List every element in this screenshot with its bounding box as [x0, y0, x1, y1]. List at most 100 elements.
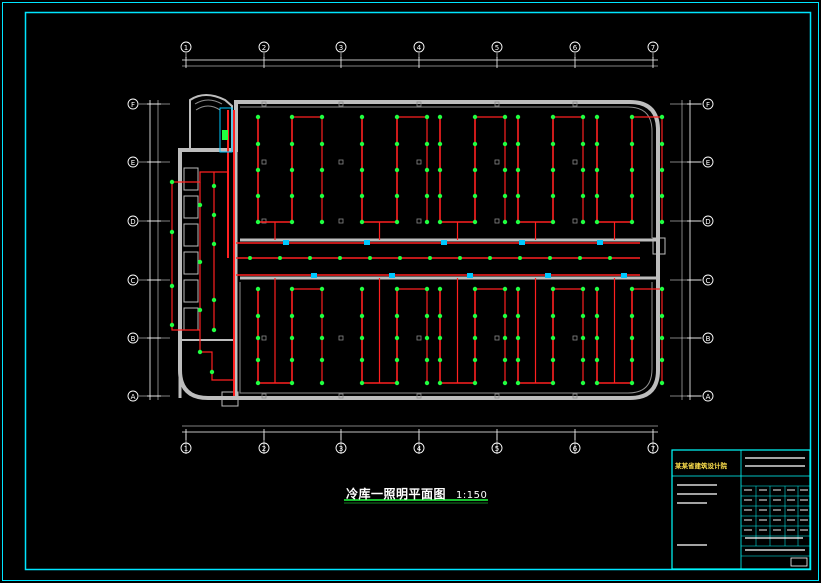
axis-label-6: 6 [573, 445, 578, 453]
junction-box [519, 240, 525, 245]
axis-bubble-B [702, 332, 714, 344]
ceiling-light [424, 219, 430, 225]
ceiling-light [515, 219, 521, 225]
ceiling-light [437, 313, 443, 319]
ceiling-light [594, 167, 600, 173]
ceiling-light [502, 193, 508, 199]
ceiling-light [472, 219, 478, 225]
ceiling-light [550, 380, 556, 386]
ceiling-light [659, 193, 665, 199]
axis-label-B: B [706, 335, 711, 343]
ceiling-light [437, 141, 443, 147]
ceiling-light [550, 357, 556, 363]
annex-light [197, 259, 203, 265]
axis-label-3: 3 [339, 445, 343, 453]
corridor-light [428, 256, 432, 260]
ceiling-light [359, 380, 365, 386]
ceiling-light [359, 193, 365, 199]
ceiling-light [424, 167, 430, 173]
axis-label-C: C [131, 277, 136, 285]
ceiling-light [319, 380, 325, 386]
junction-box [597, 240, 603, 245]
ceiling-light [289, 141, 295, 147]
annex-light [197, 307, 203, 313]
drawing-scale: 1:150 [456, 490, 488, 501]
ceiling-light [319, 335, 325, 341]
axis-bubble-B [127, 332, 139, 344]
ceiling-light [394, 219, 400, 225]
axis-bubble-2 [258, 41, 270, 53]
ceiling-light [550, 141, 556, 147]
ceiling-light [629, 380, 635, 386]
ceiling-light [502, 335, 508, 341]
axis-bubble-7 [647, 41, 659, 53]
ceiling-light [502, 114, 508, 120]
axis-label-A: A [131, 393, 136, 401]
axis-bubble-4 [413, 41, 425, 53]
ceiling-light [472, 141, 478, 147]
ceiling-light [472, 335, 478, 341]
ceiling-light [359, 114, 365, 120]
annex-light [211, 241, 217, 247]
ceiling-light [437, 380, 443, 386]
ceiling-light [424, 193, 430, 199]
ceiling-light [359, 141, 365, 147]
axis-label-E: E [706, 159, 710, 167]
ceiling-light [319, 193, 325, 199]
ceiling-light [437, 167, 443, 173]
ceiling-light [629, 219, 635, 225]
ceiling-light [424, 141, 430, 147]
title-block [344, 449, 811, 570]
axis-bubble-C [702, 274, 714, 286]
ceiling-light [594, 357, 600, 363]
ceiling-light [594, 219, 600, 225]
axis-bubble-D [127, 215, 139, 227]
annex-light [211, 183, 217, 189]
axis-bubble-3 [335, 442, 347, 454]
ceiling-light [515, 193, 521, 199]
junction-box [621, 273, 627, 278]
annex-light [209, 369, 215, 375]
ceiling-light [394, 380, 400, 386]
junction-box [283, 240, 289, 245]
ceiling-light [550, 313, 556, 319]
ceiling-light [394, 141, 400, 147]
ceiling-light [359, 219, 365, 225]
ceiling-light [550, 335, 556, 341]
annex-light [169, 229, 175, 235]
ceiling-light [580, 313, 586, 319]
ceiling-light [659, 313, 665, 319]
annex-light [211, 327, 217, 333]
ceiling-light [437, 335, 443, 341]
ceiling-light [437, 114, 443, 120]
axis-bubble-F [702, 98, 714, 110]
ceiling-light [550, 114, 556, 120]
axis-label-D: D [705, 218, 710, 226]
axis-bubble-E [127, 156, 139, 168]
ceiling-light [255, 141, 261, 147]
ceiling-light [394, 357, 400, 363]
ceiling-light [580, 335, 586, 341]
ceiling-light [424, 286, 430, 292]
ceiling-light [255, 114, 261, 120]
title-block-designer: 某某省建筑设计院 [675, 462, 727, 470]
ceiling-light [437, 286, 443, 292]
ceiling-light [629, 114, 635, 120]
annex-light [211, 297, 217, 303]
light-fixtures [169, 107, 665, 386]
ceiling-light [472, 286, 478, 292]
sheet-number-box [790, 557, 808, 567]
axis-bubble-C [127, 274, 139, 286]
junction-box [467, 273, 473, 278]
axis-bubble-3 [335, 41, 347, 53]
ceiling-light [437, 357, 443, 363]
axis-bubble-6 [569, 442, 581, 454]
ceiling-light [594, 380, 600, 386]
ceiling-light [594, 335, 600, 341]
ceiling-light [594, 286, 600, 292]
ceiling-light [319, 167, 325, 173]
ceiling-light [550, 167, 556, 173]
